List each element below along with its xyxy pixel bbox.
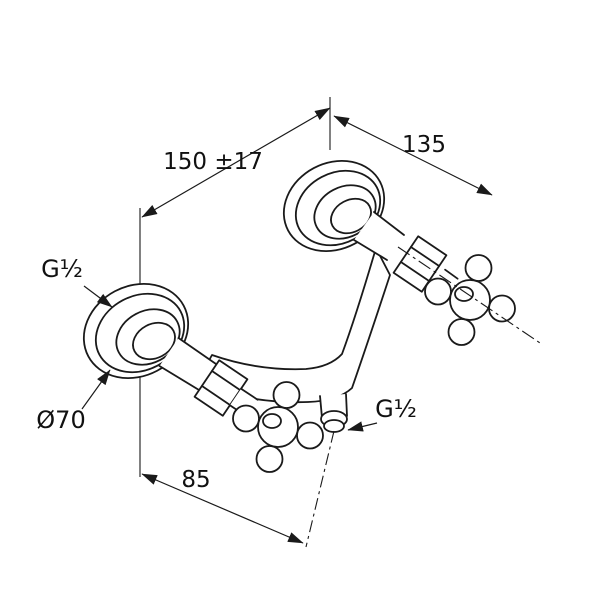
valve-neck-edge	[444, 268, 459, 280]
faucet-drawing	[82, 159, 516, 473]
handle-lobe	[255, 445, 284, 473]
label-outlet-thread: G½	[375, 395, 417, 423]
hex-facet-line	[400, 261, 430, 282]
valve-neck-edge	[240, 387, 259, 401]
left-valve-body	[158, 337, 259, 418]
dim-label-center-distance: 150 ±17	[163, 149, 263, 175]
flange-neck	[330, 197, 372, 235]
hex-facet-line	[410, 246, 440, 267]
handle-lobe	[424, 277, 452, 306]
left-cross-handle	[232, 381, 324, 473]
dimension-line-85	[141, 473, 304, 544]
flange-neck	[132, 321, 176, 361]
outlet-edge	[319, 395, 323, 419]
dimension-line-135	[333, 115, 493, 196]
dim-label-depth: 135	[402, 132, 446, 158]
hex-nut	[193, 359, 249, 417]
leader-inlet-thread	[83, 285, 113, 308]
handle-lobe	[464, 254, 493, 282]
right-cross-handle	[424, 254, 516, 346]
handle-lobe	[447, 318, 476, 346]
bottom-outlet	[319, 393, 348, 433]
flange-inner-rim	[94, 292, 186, 374]
outlet-edge	[345, 393, 348, 417]
label-inlet-thread: G½	[41, 255, 83, 283]
valve-cylinder	[354, 212, 404, 260]
leader-outlet-thread	[347, 421, 378, 432]
outlet-centerline	[305, 430, 335, 548]
outlet-thread-end	[323, 419, 345, 433]
hex-nut	[392, 235, 448, 293]
handle-lobe	[296, 421, 324, 450]
valve-cylinder-edge	[177, 337, 217, 365]
hex-facet-line	[211, 370, 241, 391]
left-wall-flange	[82, 282, 190, 380]
valve-cylinder-edge	[353, 239, 388, 261]
handle-cap-detail	[262, 413, 282, 429]
valve-cylinder-edge	[373, 211, 405, 236]
handle-lobe	[272, 381, 301, 409]
mixer-body-bridge	[195, 247, 391, 404]
leader-flange-diameter	[81, 369, 111, 410]
valve-cylinder-edge	[158, 365, 200, 391]
dimension-line-150	[141, 107, 331, 218]
valve-cylinder	[159, 338, 216, 390]
right-valve-centerline	[397, 246, 544, 346]
label-flange-diameter: Ø70	[36, 406, 85, 434]
handle-cap-detail	[454, 286, 474, 302]
hex-facet-line	[201, 385, 231, 406]
dim-label-outlet-offset: 85	[181, 467, 210, 493]
dimension-annotations: 150 ±17 135 85 G½ Ø70 G½	[36, 97, 544, 548]
handle-lobe	[232, 404, 260, 433]
